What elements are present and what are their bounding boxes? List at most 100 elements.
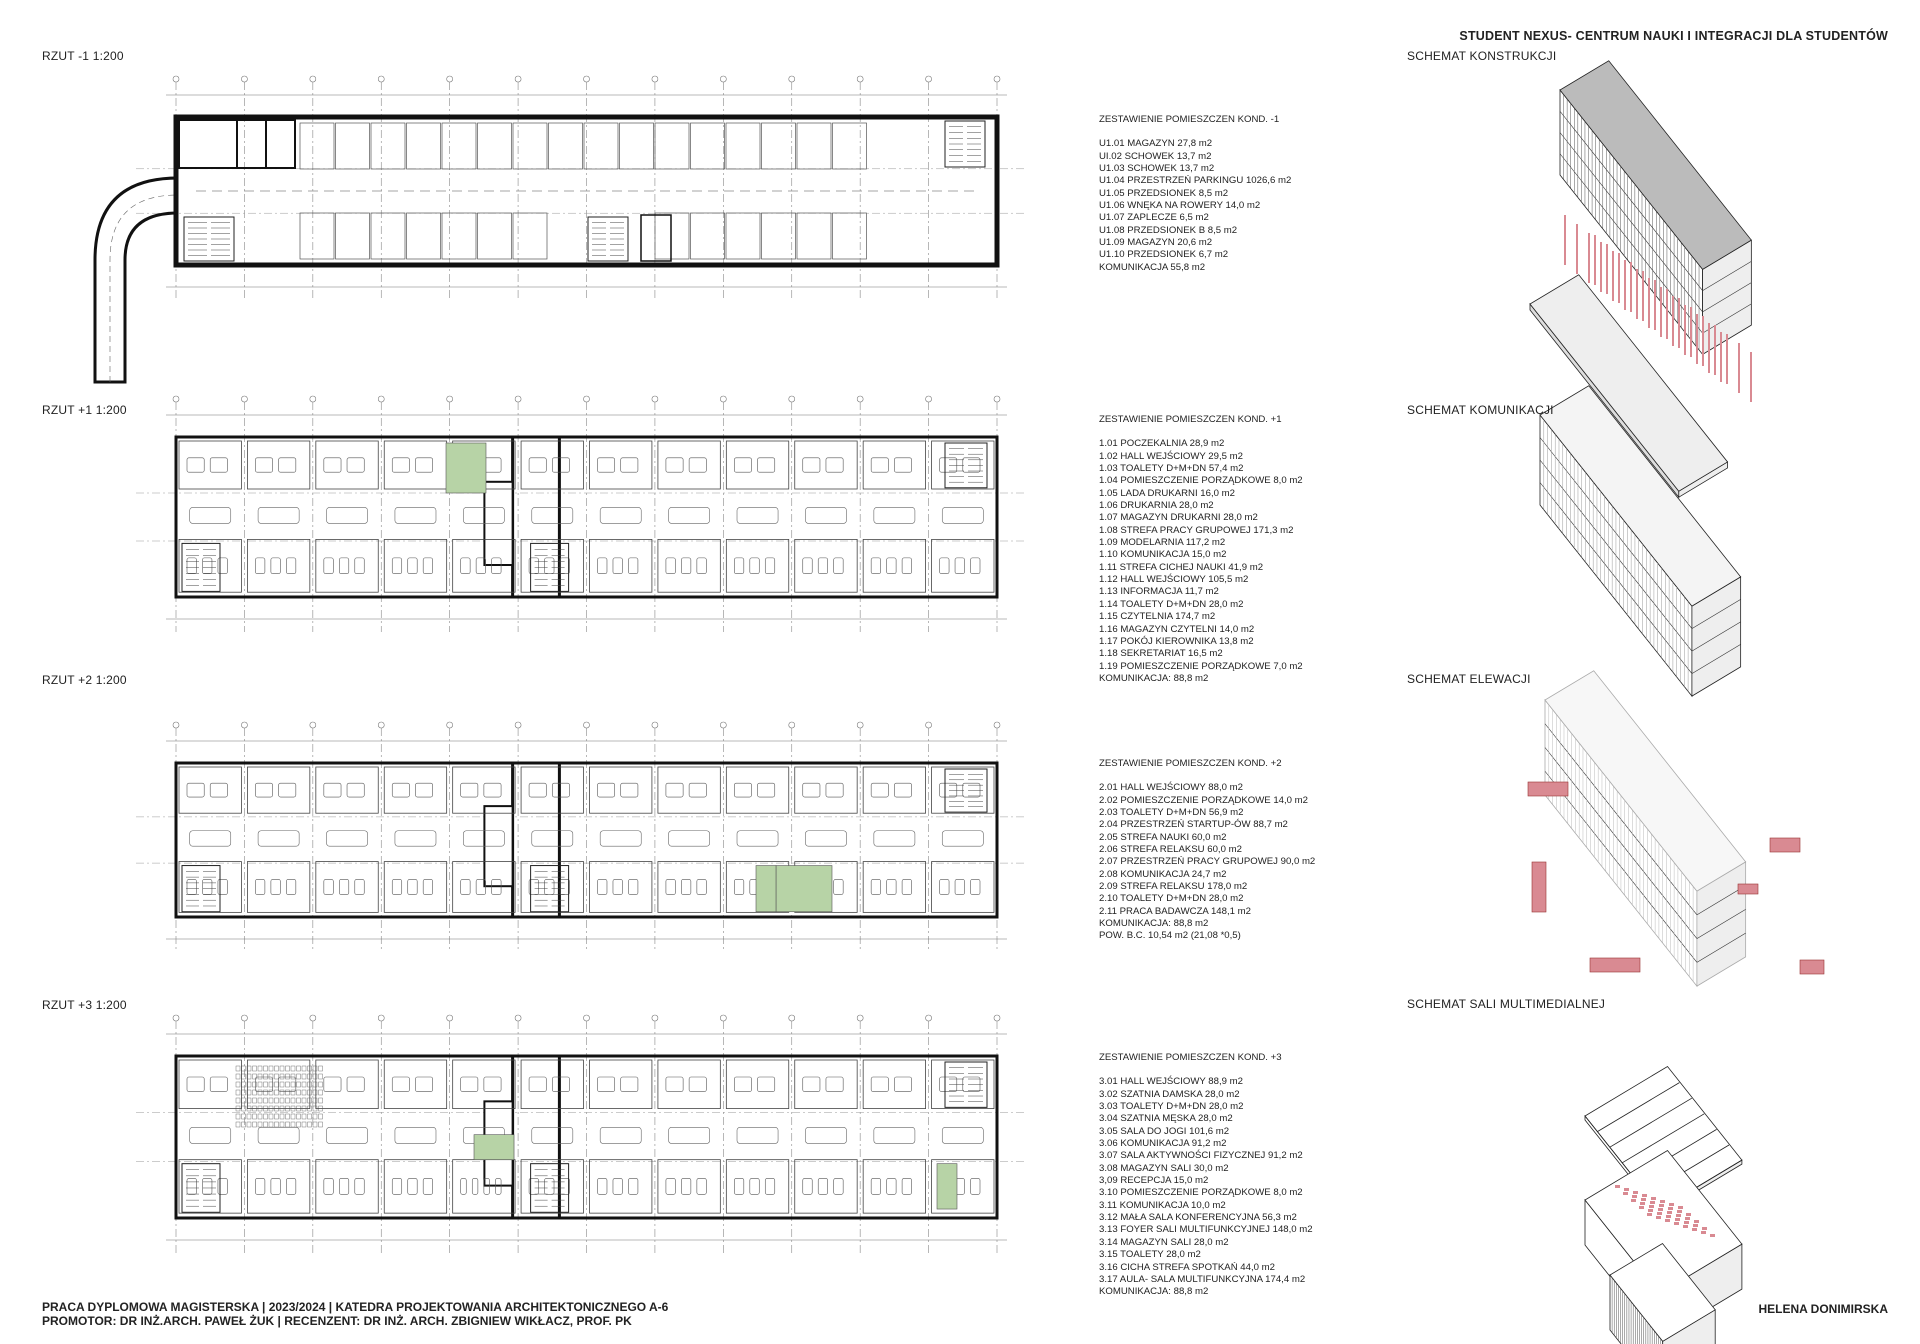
furniture <box>278 457 297 473</box>
room <box>178 766 242 814</box>
seat <box>301 1121 307 1128</box>
room <box>315 1059 379 1109</box>
hall-seat <box>1668 1207 1673 1210</box>
seat <box>257 1113 263 1120</box>
furniture <box>894 457 912 473</box>
furniture <box>255 1076 273 1092</box>
room-list-item: U1.04 PRZESTRZEŃ PARKINGU 1026,6 m2 <box>1099 175 1292 187</box>
room-list-item: 1.09 MODELARNIA 117,2 m2 <box>1099 537 1226 549</box>
furniture <box>339 557 350 575</box>
furniture <box>734 782 752 798</box>
parking-bay <box>761 122 796 170</box>
room-list-item: U1.06 WNĘKA NA ROWERY 14,0 m2 <box>1099 200 1261 212</box>
parking-bay <box>406 212 441 260</box>
furniture <box>954 879 965 895</box>
seat <box>257 1105 263 1112</box>
furniture <box>460 1076 479 1092</box>
furniture <box>483 1076 502 1092</box>
axis-bubble <box>651 1014 659 1022</box>
axis-bubble <box>241 75 248 83</box>
seat <box>263 1073 268 1080</box>
seat <box>279 1113 285 1120</box>
room-list-item: U1.01 MAGAZYN 27,8 m2 <box>1099 138 1213 150</box>
room-list-item: U1.09 MAGAZYN 20,6 m2 <box>1099 237 1213 249</box>
furniture <box>323 782 342 798</box>
hall-seat <box>1684 1221 1689 1224</box>
axis-bubble <box>583 75 590 83</box>
axis-bubble <box>788 1014 796 1022</box>
seat <box>290 1105 296 1112</box>
furniture <box>665 557 676 575</box>
room <box>383 766 448 814</box>
table <box>873 830 916 847</box>
room-list-item: KOMUNIKACJA 55,8 m2 <box>1099 261 1206 273</box>
furniture <box>597 457 616 473</box>
parking-bay <box>654 212 690 260</box>
furniture <box>339 879 350 895</box>
room-list-item: KOMUNIKACJA: 88,8 m2 <box>1099 1286 1209 1298</box>
seat <box>268 1113 274 1120</box>
project-title: STUDENT NEXUS- CENTRUM NAUKI I INTEGRACJ… <box>1459 29 1888 43</box>
hall-seat <box>1693 1224 1698 1227</box>
axis-bubble <box>172 1014 180 1022</box>
table <box>531 507 574 524</box>
furniture <box>757 782 776 798</box>
furniture <box>209 1076 228 1092</box>
seat <box>290 1097 296 1104</box>
seat <box>301 1065 307 1072</box>
furniture <box>407 557 418 575</box>
seat <box>268 1081 274 1088</box>
seat <box>301 1081 307 1088</box>
seat <box>241 1105 246 1112</box>
room-list-item: 1.14 TOALETY D+M+DN 28,0 m2 <box>1099 598 1244 610</box>
room <box>862 440 926 490</box>
axis-bubble <box>788 395 796 403</box>
seat <box>241 1065 246 1072</box>
table <box>463 830 505 847</box>
seat <box>296 1105 301 1112</box>
furniture <box>962 457 981 473</box>
furniture <box>460 557 471 575</box>
axis-bubble <box>651 395 659 403</box>
seat <box>285 1073 290 1080</box>
room <box>520 1059 584 1109</box>
furniture <box>186 782 205 798</box>
furniture <box>323 557 334 575</box>
floor-line <box>1691 621 1741 652</box>
furniture <box>460 1178 467 1195</box>
seat <box>318 1073 323 1080</box>
seat <box>246 1113 252 1120</box>
furniture <box>939 557 950 575</box>
axis-bubble <box>720 1014 727 1022</box>
seat <box>246 1105 252 1112</box>
room <box>383 539 448 593</box>
wing-left <box>174 1054 561 1220</box>
staircase <box>183 216 235 262</box>
seat <box>307 1065 312 1072</box>
parking-bay <box>690 122 725 170</box>
axis-bubble <box>993 1014 1001 1022</box>
furniture <box>346 1076 365 1092</box>
parking-bay <box>335 212 370 260</box>
room <box>931 1159 995 1214</box>
parking-bay <box>441 212 477 260</box>
room <box>794 1059 858 1109</box>
axis-bubble <box>446 721 453 729</box>
seat <box>279 1089 285 1096</box>
furniture <box>665 879 676 895</box>
furniture <box>460 782 479 798</box>
furniture <box>597 557 608 575</box>
furniture <box>681 879 692 895</box>
staircase <box>944 1061 988 1108</box>
room-list-item: 1.12 HALL WEJŚCIOWY 105,5 m2 <box>1099 574 1249 586</box>
room <box>862 539 926 593</box>
room-list-item: U1.03 SCHOWEK 13,7 m2 <box>1099 163 1215 175</box>
room <box>383 861 448 913</box>
floor-line <box>1691 644 1741 674</box>
room <box>520 539 584 593</box>
room <box>520 766 584 814</box>
hall-seat <box>1674 1222 1679 1225</box>
staircase <box>944 120 986 168</box>
room-list-item: 1.01 POCZEKALNIA 28,9 m2 <box>1099 438 1225 450</box>
furniture <box>391 782 410 798</box>
